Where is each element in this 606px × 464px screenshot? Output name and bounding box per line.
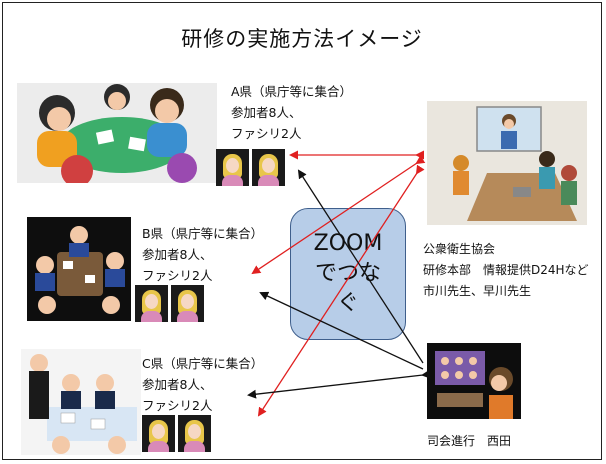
hq-conference-room-illustration xyxy=(427,101,587,225)
group-b-label: B県（県庁等に集合） 参加者8人、 ファシリ2人 xyxy=(142,223,263,286)
arrow-host-to-group-a xyxy=(297,169,424,364)
facilitator-avatar xyxy=(178,415,211,452)
arrow-host-to-group-b xyxy=(259,291,424,370)
group-a-participants: 参加者8人、 xyxy=(231,105,302,120)
host-name: 司会進行 西田 xyxy=(427,434,512,448)
hq-instructors: 市川先生、早川先生 xyxy=(423,284,532,298)
group-a-facilitators: ファシリ2人 xyxy=(231,126,302,141)
group-a-prefecture: A県（県庁等に集合） xyxy=(231,84,353,99)
group-a-meeting-illustration xyxy=(17,83,217,183)
host-label: 司会進行 西田 xyxy=(427,431,511,452)
hq-organization: 公衆衛生協会 xyxy=(423,242,496,256)
slide-frame: 研修の実施方法イメージ A県（県庁等に集合） 参加者8人、 ファシリ2人 xyxy=(2,2,602,460)
group-c-label: C県（県庁等に集合） 参加者8人、 ファシリ2人 xyxy=(142,353,263,416)
group-c-prefecture: C県（県庁等に集合） xyxy=(142,356,264,371)
arrow-host-to-group-c xyxy=(247,369,431,399)
arrow-hq-to-group-b xyxy=(251,155,426,275)
facilitator-avatar xyxy=(142,415,175,452)
facilitator-avatar xyxy=(171,285,204,322)
group-a-label: A県（県庁等に集合） 参加者8人、 ファシリ2人 xyxy=(231,81,352,144)
group-b-facilitator-thumbnails xyxy=(135,285,204,322)
group-c-participants: 参加者8人、 xyxy=(142,377,213,392)
hq-training-headquarters: 研修本部 情報提供D24Hなど xyxy=(423,263,589,277)
group-b-prefecture: B県（県庁等に集合） xyxy=(142,226,264,241)
facilitator-avatar xyxy=(135,285,168,322)
group-c-facilitators: ファシリ2人 xyxy=(142,398,213,413)
host-moderator-illustration xyxy=(427,343,521,419)
hq-label: 公衆衛生協会 研修本部 情報提供D24Hなど 市川先生、早川先生 xyxy=(423,239,589,302)
group-b-participants: 参加者8人、 xyxy=(142,247,213,262)
group-b-meeting-illustration xyxy=(27,217,131,321)
facilitator-avatar xyxy=(216,149,249,186)
group-c-meeting-illustration xyxy=(21,349,141,455)
group-c-facilitator-thumbnails xyxy=(142,415,211,452)
group-b-facilitators: ファシリ2人 xyxy=(142,268,213,283)
slide-title: 研修の実施方法イメージ xyxy=(181,27,423,51)
connection-arrows xyxy=(247,150,431,417)
